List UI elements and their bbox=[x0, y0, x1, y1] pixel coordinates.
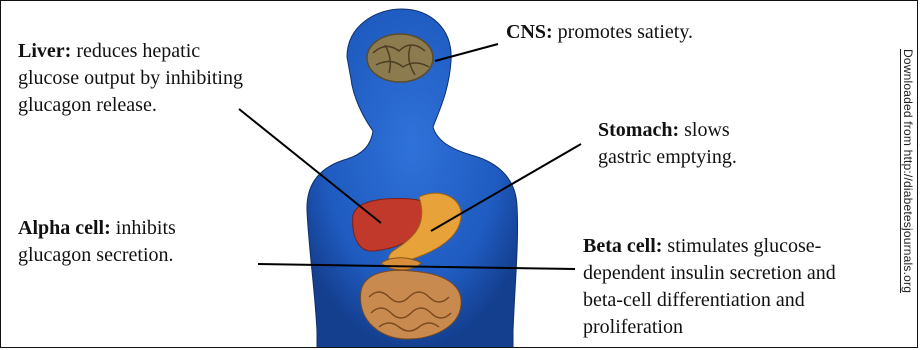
liver-description-line-1: reduces hepatic bbox=[76, 40, 200, 62]
alpha-cell-organ-name: Alpha cell: bbox=[18, 217, 111, 239]
beta-cell-description-line-2: dependent insulin secretion and bbox=[583, 262, 836, 284]
beta-cell-description-line-4: proliferation bbox=[583, 316, 683, 338]
alpha-cell-label: Alpha cell: inhibits glucagon secretion. bbox=[18, 215, 258, 269]
liver-label: Liver: reduces hepatic glucose output by… bbox=[18, 38, 318, 119]
intestine-icon bbox=[361, 270, 462, 339]
cns-label: CNS: promotes satiety. bbox=[506, 19, 806, 46]
beta-cell-organ-name: Beta cell: bbox=[583, 235, 662, 257]
stomach-label: Stomach: slows gastric emptying. bbox=[598, 117, 818, 171]
cns-description: promotes satiety. bbox=[558, 21, 693, 43]
beta-cell-description-line-3: beta-cell differentiation and bbox=[583, 289, 805, 311]
cns-organ-name: CNS: bbox=[506, 21, 553, 43]
liver-description-line-2: glucose output by inhibiting bbox=[18, 67, 243, 89]
alpha-cell-description-line-1: inhibits bbox=[116, 217, 176, 239]
stomach-description-line-1: slows bbox=[684, 119, 730, 141]
liver-organ-name: Liver: bbox=[18, 40, 71, 62]
stomach-description-line-2: gastric emptying. bbox=[598, 146, 737, 168]
stomach-organ-name: Stomach: bbox=[598, 119, 679, 141]
beta-cell-description-line-1: stimulates glucose- bbox=[667, 235, 821, 257]
brain-icon bbox=[367, 34, 433, 82]
download-source-note[interactable]: Downloaded from http://diabetesjournals.… bbox=[901, 49, 915, 293]
liver-description-line-3: glucagon release. bbox=[18, 94, 157, 116]
beta-cell-label: Beta cell: stimulates glucose- dependent… bbox=[583, 233, 903, 341]
alpha-cell-description-line-2: glucagon secretion. bbox=[18, 244, 174, 266]
